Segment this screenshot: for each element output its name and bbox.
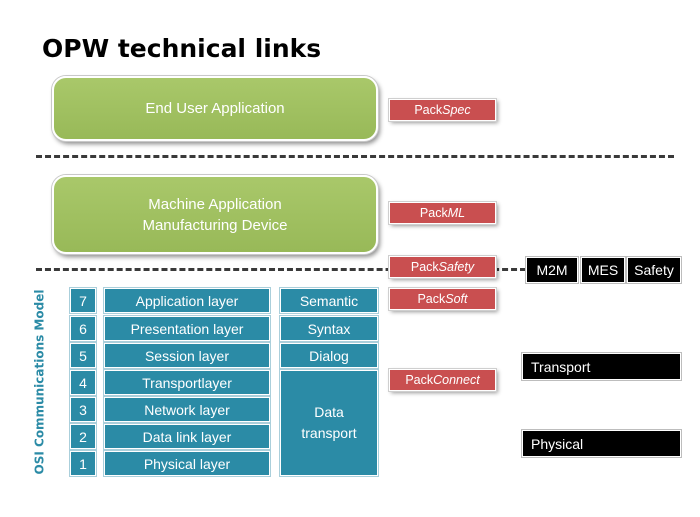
- transport-layer: Transportlayer: [104, 370, 270, 395]
- layer-number-5: 5: [70, 343, 96, 368]
- transport-box: Transport: [522, 353, 681, 380]
- layer-number-7: 7: [70, 288, 96, 313]
- dialog-group: Dialog: [280, 343, 378, 368]
- data-transport-group: Data transport: [280, 370, 378, 476]
- mes-box: MES: [581, 257, 625, 283]
- dashed-separator-bottom: [36, 268, 526, 271]
- machine-application-label: Machine Application: [148, 195, 282, 213]
- layer-number-6: 6: [70, 316, 96, 341]
- network-layer: Network layer: [104, 397, 270, 422]
- semantic-group: Semantic: [280, 288, 378, 313]
- physical-layer: Physical layer: [104, 451, 270, 476]
- application-layer: Application layer: [104, 288, 270, 313]
- manufacturing-device-label: Manufacturing Device: [142, 216, 288, 234]
- dashed-separator-top: [36, 155, 674, 158]
- end-user-application-box: End User Application: [52, 76, 378, 141]
- data-transport-line-2: transport: [301, 425, 357, 441]
- m2m-box: M2M: [526, 257, 578, 283]
- layer-number-4: 4: [70, 370, 96, 395]
- layer-number-2: 2: [70, 424, 96, 449]
- page-title: OPW technical links: [42, 34, 322, 63]
- safety-box: Safety: [627, 257, 681, 283]
- layer-number-3: 3: [70, 397, 96, 422]
- end-user-application-label: End User Application: [145, 100, 285, 117]
- osi-model-label: OSI Communications Model: [32, 289, 47, 475]
- layer-number-1: 1: [70, 451, 96, 476]
- data-link-layer: Data link layer: [104, 424, 270, 449]
- machine-application-box: Machine Application Manufacturing Device: [52, 175, 378, 254]
- syntax-group: Syntax: [280, 316, 378, 341]
- session-layer: Session layer: [104, 343, 270, 368]
- data-transport-line-1: Data: [314, 404, 344, 420]
- physical-box: Physical: [522, 430, 681, 457]
- presentation-layer: Presentation layer: [104, 316, 270, 341]
